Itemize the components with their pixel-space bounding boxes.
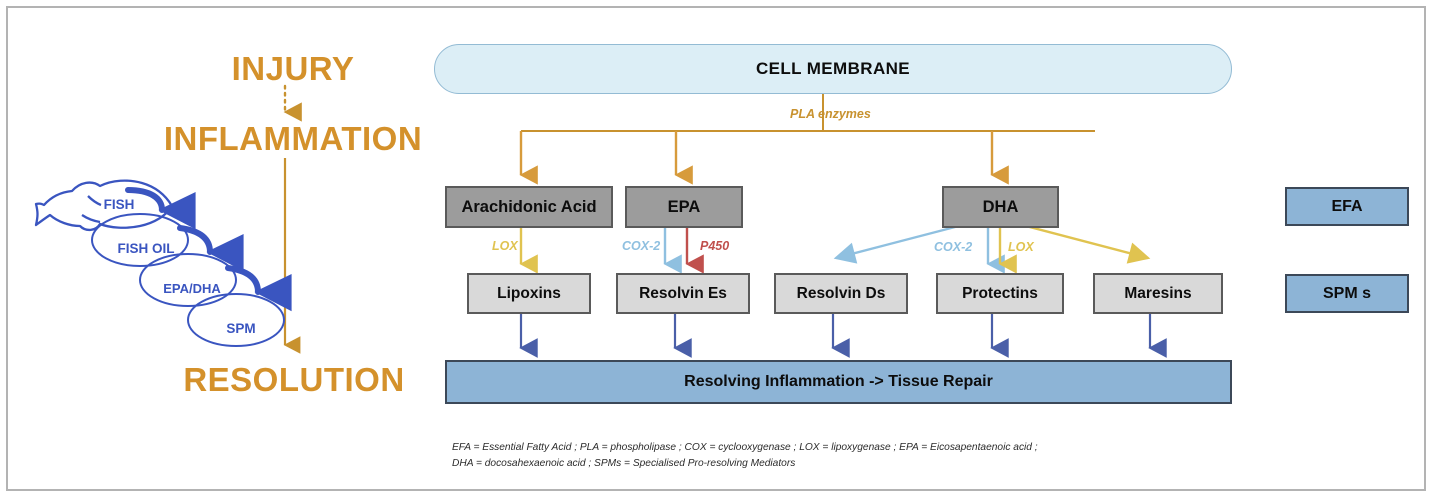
footnote-legend: EFA = Essential Fatty Acid ; PLA = phosp… (452, 440, 1212, 472)
cell-membrane-box: CELL MEMBRANE (434, 44, 1232, 94)
box-resolvin-es[interactable]: Resolvin Es (616, 273, 750, 314)
footnote-line-1: EFA = Essential Fatty Acid ; PLA = phosp… (452, 442, 1038, 453)
box-arachidonic-acid[interactable]: Arachidonic Acid (445, 186, 613, 228)
box-epa[interactable]: EPA (625, 186, 743, 228)
fish-icon (34, 179, 174, 232)
fish-label: FISH (103, 197, 135, 212)
stage-injury: INJURY (231, 50, 355, 87)
fishoil-ellipse (91, 213, 189, 267)
legend-efa: EFA (1285, 187, 1409, 226)
p450-epa-label: P450 (700, 239, 730, 253)
epadha-ellipse (139, 253, 237, 307)
spm-label: SPM (226, 321, 256, 336)
spm-ellipse (187, 293, 285, 347)
fish-oil-label: FISH OIL (117, 241, 175, 256)
fish-to-fishoil-arrow (125, 187, 196, 230)
diagram-frame: INJURY INFLAMMATION RESOLUTION FISH FISH… (6, 6, 1426, 491)
box-protectins[interactable]: Protectins (936, 273, 1064, 314)
lox-aa-label: LOX (492, 239, 518, 253)
box-resolvin-ds[interactable]: Resolvin Ds (774, 273, 908, 314)
footnote-line-2: DHA = docosahexaenoic acid ; SPMs = Spec… (452, 457, 796, 469)
stage-resolution: RESOLUTION (183, 361, 405, 398)
box-dha[interactable]: DHA (942, 186, 1059, 228)
cox2-epa-label: COX-2 (622, 239, 661, 253)
stage-inflammation: INFLAMMATION (163, 120, 423, 157)
epa-dha-label: EPA/DHA (163, 281, 221, 296)
epadha-to-spm-arrow (225, 265, 292, 312)
box-maresins[interactable]: Maresins (1093, 273, 1223, 314)
pla-enzymes-label: PLA enzymes (790, 107, 871, 121)
outcome-bar: Resolving Inflammation -> Tissue Repair (445, 360, 1232, 404)
fishoil-to-epadha-arrow (177, 225, 244, 272)
box-lipoxins[interactable]: Lipoxins (467, 273, 591, 314)
cox2-dha-label: COX-2 (934, 240, 973, 254)
legend-spms: SPM s (1285, 274, 1409, 313)
lox-dha-label: LOX (1008, 240, 1034, 254)
